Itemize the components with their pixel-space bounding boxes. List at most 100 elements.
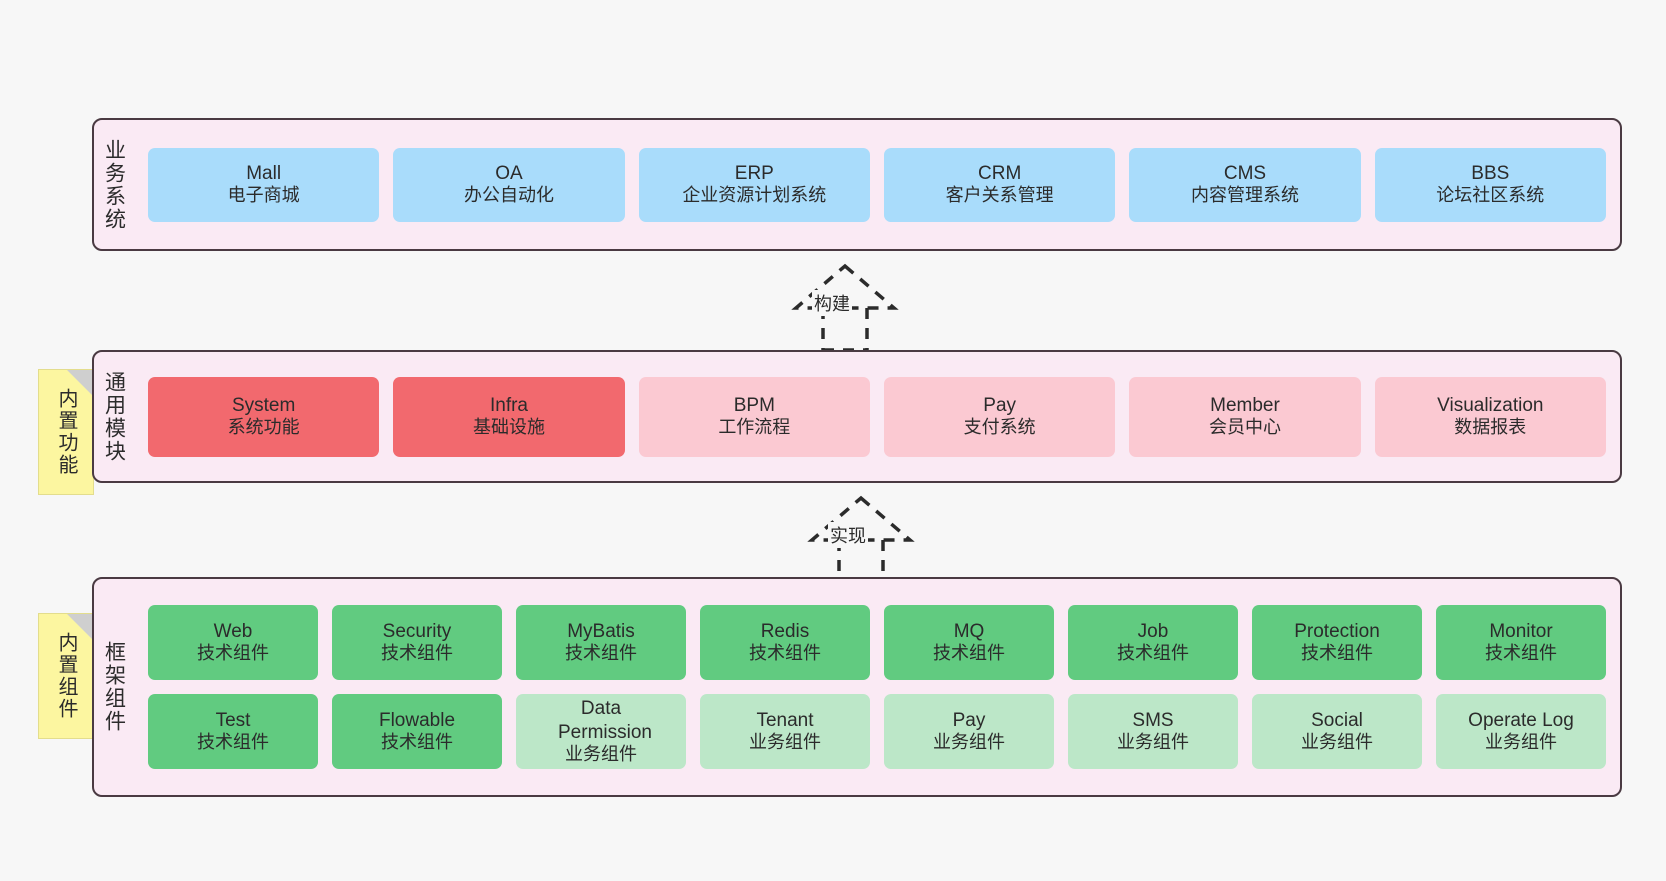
node-subtitle: 技术组件 [381,732,453,753]
node-subtitle: 业务组件 [933,732,1005,753]
node-title: MQ [953,620,985,642]
node-title: SMS [1132,709,1174,731]
node-subtitle: 业务组件 [565,743,637,764]
node-title: BBS [1471,162,1510,184]
note-builtin-function: 内置功能 [38,369,94,495]
node-security[interactable]: Security 技术组件 [332,605,502,680]
node-title: Flowable [378,709,456,731]
node-subtitle: 技术组件 [749,643,821,664]
node-social[interactable]: Social 业务组件 [1252,694,1422,769]
node-flowable[interactable]: Flowable 技术组件 [332,694,502,769]
node-visualization[interactable]: Visualization 数据报表 [1374,376,1606,457]
node-infra[interactable]: Infra 基础设施 [393,376,625,457]
node-subtitle: 业务组件 [749,732,821,753]
note-label: 内置组件 [55,632,77,720]
node-monitor[interactable]: Monitor 技术组件 [1436,605,1606,680]
node-subtitle: 业务组件 [1117,732,1189,753]
node-subtitle: 技术组件 [381,643,453,664]
node-oa[interactable]: OA 办公自动化 [393,147,625,222]
node-title: Member [1210,394,1280,416]
node-web[interactable]: Web 技术组件 [148,605,318,680]
node-tenant[interactable]: Tenant 业务组件 [700,694,870,769]
node-pay[interactable]: Pay 支付系统 [883,376,1116,457]
node-operate-log[interactable]: Operate Log 业务组件 [1436,694,1606,769]
node-protection[interactable]: Protection 技术组件 [1252,605,1422,680]
node-subtitle: 技术组件 [1117,643,1189,664]
node-title: Security [382,620,452,642]
node-row-business: Test 技术组件 Flowable 技术组件 Data Permission … [148,694,1606,769]
connector-build: 构建 [790,262,900,352]
node-subtitle: 数据报表 [1454,417,1527,438]
note-fold-corner-icon [67,614,93,640]
node-title: CMS [1223,162,1267,184]
node-subtitle: 工作流程 [718,417,791,438]
node-title: Monitor [1489,620,1553,642]
node-mall[interactable]: Mall 电子商城 [148,147,380,222]
node-subtitle: 技术组件 [933,643,1005,664]
node-subtitle: 业务组件 [1301,732,1373,753]
node-pay-business[interactable]: Pay 业务组件 [884,694,1054,769]
node-bpm[interactable]: BPM 工作流程 [638,376,870,457]
layer-body-framework: Web 技术组件 Security 技术组件 MyBatis 技术组件 Redi… [134,579,1620,795]
node-subtitle: 客户关系管理 [945,185,1054,206]
node-title: Social [1311,709,1363,731]
layer-framework-component: 框架组件 Web 技术组件 Security 技术组件 MyBatis 技术组件… [92,577,1622,797]
node-title: Infra [489,394,528,416]
layer-business-system: 业务系统 Mall 电子商城 OA 办公自动化 ERP 企业资源计划系统 CRM… [92,118,1622,251]
node-crm[interactable]: CRM 客户关系管理 [883,147,1116,222]
node-title: Redis [760,620,810,642]
node-data-permission[interactable]: Data Permission 业务组件 [516,694,686,769]
node-subtitle: 技术组件 [197,643,269,664]
node-test[interactable]: Test 技术组件 [148,694,318,769]
layer-common-module: 通用模块 System 系统功能 Infra 基础设施 BPM 工作流程 Pay… [92,350,1622,483]
node-title: Tenant [756,709,814,731]
node-title: Job [1137,620,1169,642]
node-subtitle: 会员中心 [1208,417,1281,438]
connector-implement: 实现 [806,494,916,584]
connector-label-implement: 实现 [828,522,868,548]
node-row: System 系统功能 Infra 基础设施 BPM 工作流程 Pay 支付系统… [148,376,1606,457]
node-title: Pay [983,394,1017,416]
node-title: MyBatis [567,620,635,642]
node-title: Mall [246,162,282,184]
node-subtitle: 技术组件 [197,732,269,753]
node-redis[interactable]: Redis 技术组件 [700,605,870,680]
node-subtitle: 技术组件 [1301,643,1373,664]
node-subtitle: 企业资源计划系统 [682,185,827,206]
node-job[interactable]: Job 技术组件 [1068,605,1238,680]
node-mybatis[interactable]: MyBatis 技术组件 [516,605,686,680]
node-cms[interactable]: CMS 内容管理系统 [1129,147,1361,222]
node-title: Pay [952,709,986,731]
node-member[interactable]: Member 会员中心 [1129,376,1361,457]
node-sms[interactable]: SMS 业务组件 [1068,694,1238,769]
node-subtitle: 技术组件 [1485,643,1557,664]
node-subtitle: 业务组件 [1485,732,1557,753]
node-title: Data Permission [558,698,652,743]
layer-title-common: 通用模块 [102,370,126,463]
node-subtitle: 论坛社区系统 [1436,185,1545,206]
node-system[interactable]: System 系统功能 [148,376,380,457]
note-label: 内置功能 [55,388,77,476]
node-row: Mall 电子商城 OA 办公自动化 ERP 企业资源计划系统 CRM 客户关系… [148,147,1606,222]
node-title: Test [215,709,251,731]
layer-body-business: Mall 电子商城 OA 办公自动化 ERP 企业资源计划系统 CRM 客户关系… [134,120,1620,249]
node-mq[interactable]: MQ 技术组件 [884,605,1054,680]
node-title: Operate Log [1468,709,1574,731]
node-subtitle: 电子商城 [227,185,300,206]
layer-body-common: System 系统功能 Infra 基础设施 BPM 工作流程 Pay 支付系统… [134,352,1620,481]
node-subtitle: 系统功能 [227,417,300,438]
node-title: Protection [1294,620,1380,642]
node-title: BPM [733,394,775,416]
layer-title-framework: 框架组件 [102,641,126,733]
node-subtitle: 基础设施 [472,417,545,438]
node-title: ERP [734,162,774,184]
connector-label-build: 构建 [812,290,852,316]
node-title: CRM [978,162,1022,184]
layer-title-business: 业务系统 [102,138,126,231]
node-bbs[interactable]: BBS 论坛社区系统 [1374,147,1606,222]
node-title: System [231,394,296,416]
node-subtitle: 办公自动化 [463,185,554,206]
node-erp[interactable]: ERP 企业资源计划系统 [638,147,870,222]
note-builtin-component: 内置组件 [38,613,94,739]
